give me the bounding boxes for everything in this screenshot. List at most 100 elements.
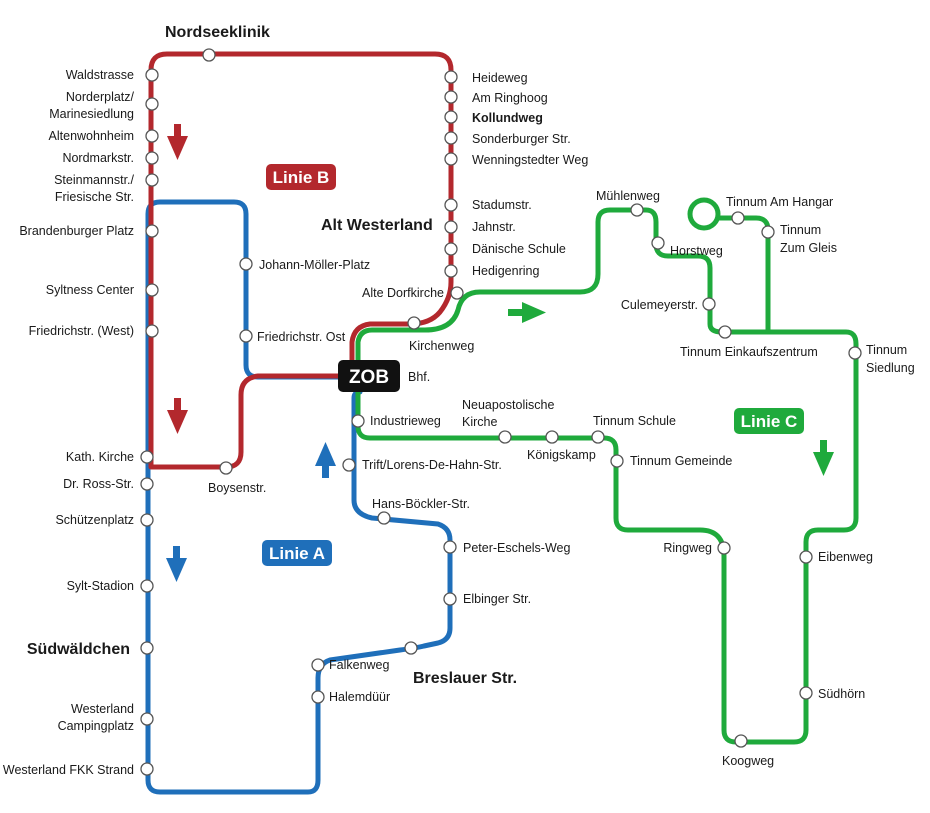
stop-marker[interactable] bbox=[311, 658, 325, 672]
stop-marker[interactable] bbox=[444, 90, 458, 104]
stop-label: Siedlung bbox=[866, 361, 915, 375]
stop-marker[interactable] bbox=[444, 70, 458, 84]
stop-marker[interactable] bbox=[404, 641, 418, 655]
stop-label: Tinnum bbox=[866, 343, 907, 357]
stop-marker[interactable] bbox=[610, 454, 624, 468]
stop-marker[interactable] bbox=[145, 173, 159, 187]
stop-marker[interactable] bbox=[145, 129, 159, 143]
stop-marker[interactable] bbox=[342, 458, 356, 472]
arrow-down-icon bbox=[167, 124, 188, 160]
linie-b-label: Linie B bbox=[273, 168, 330, 187]
stop-marker[interactable] bbox=[407, 316, 421, 330]
stop-label: Westerland bbox=[71, 702, 134, 716]
stop-marker[interactable] bbox=[591, 430, 605, 444]
stop-marker[interactable] bbox=[219, 461, 233, 475]
stop-label: Horstweg bbox=[670, 244, 723, 258]
stop-label: Mühlenweg bbox=[596, 189, 660, 203]
stop-marker[interactable] bbox=[140, 712, 154, 726]
stop-marker[interactable] bbox=[444, 242, 458, 256]
stop-marker[interactable] bbox=[140, 450, 154, 464]
stop-label: Syltness Center bbox=[46, 283, 134, 297]
stop-marker[interactable] bbox=[761, 225, 775, 239]
stop-marker[interactable] bbox=[351, 414, 365, 428]
stop-marker[interactable] bbox=[444, 131, 458, 145]
stop-label: Kirche bbox=[462, 415, 497, 429]
stop-marker[interactable] bbox=[140, 579, 154, 593]
arrow-up-icon bbox=[315, 442, 336, 478]
stop-marker[interactable] bbox=[145, 68, 159, 82]
linie-b-path bbox=[148, 51, 454, 470]
stop-label: Elbinger Str. bbox=[463, 592, 531, 606]
stop-label: Friedrichstr. (West) bbox=[29, 324, 134, 338]
stop-marker[interactable] bbox=[145, 224, 159, 238]
stop-label: Tinnum Schule bbox=[593, 414, 676, 428]
stop-label: Tinnum bbox=[780, 223, 821, 237]
stop-marker[interactable] bbox=[848, 346, 862, 360]
stop-marker[interactable] bbox=[145, 324, 159, 338]
stop-marker[interactable] bbox=[444, 198, 458, 212]
stop-label: Falkenweg bbox=[329, 658, 389, 672]
arrow-down-icon bbox=[813, 440, 834, 476]
stop-marker[interactable] bbox=[731, 211, 745, 225]
stop-label: Ringweg bbox=[663, 541, 712, 555]
zob-badge bbox=[338, 360, 400, 392]
stop-marker[interactable] bbox=[145, 97, 159, 111]
stop-marker[interactable] bbox=[444, 220, 458, 234]
stop-marker[interactable] bbox=[444, 110, 458, 124]
stop-marker[interactable] bbox=[444, 264, 458, 278]
stop-marker[interactable] bbox=[799, 686, 813, 700]
stop-marker[interactable] bbox=[498, 430, 512, 444]
stop-label: Kath. Kirche bbox=[66, 450, 134, 464]
stop-label: Neuapostolische bbox=[462, 398, 554, 412]
stop-marker[interactable] bbox=[140, 477, 154, 491]
stop-marker[interactable] bbox=[443, 592, 457, 606]
stop-label: Industrieweg bbox=[370, 414, 441, 428]
stop-marker[interactable] bbox=[799, 550, 813, 564]
stop-marker[interactable] bbox=[630, 203, 644, 217]
stop-label: Nordmarkstr. bbox=[62, 151, 134, 165]
stop-marker[interactable] bbox=[311, 690, 325, 704]
zob-hub[interactable]: ZOB bbox=[338, 360, 400, 392]
stop-marker[interactable] bbox=[702, 297, 716, 311]
zob-label: ZOB bbox=[349, 367, 389, 388]
area-label-nordseeklinik: Nordseeklinik bbox=[165, 24, 270, 41]
linie-a-badge: Linie A bbox=[262, 540, 332, 566]
stop-label: Trift/Lorens-De-Hahn-Str. bbox=[362, 458, 502, 472]
stop-label: Jahnstr. bbox=[472, 220, 516, 234]
arrow-right-icon bbox=[508, 302, 546, 323]
stop-label: Johann-Möller-Platz bbox=[259, 258, 370, 272]
stop-label: Stadumstr. bbox=[472, 198, 532, 212]
stop-marker[interactable] bbox=[145, 283, 159, 297]
stop-marker[interactable] bbox=[717, 541, 731, 555]
area-label-breslauer: Breslauer Str. bbox=[413, 670, 517, 687]
stop-marker[interactable] bbox=[444, 152, 458, 166]
linie-c-badge: Linie C bbox=[734, 408, 804, 434]
stop-label: Norderplatz/ bbox=[66, 90, 135, 104]
stop-marker[interactable] bbox=[718, 325, 732, 339]
stop-marker[interactable] bbox=[140, 641, 154, 655]
stop-marker[interactable] bbox=[239, 257, 253, 271]
stop-label: Boysenstr. bbox=[208, 481, 266, 495]
stop-marker[interactable] bbox=[545, 430, 559, 444]
linie-c-path bbox=[355, 207, 859, 745]
stop-label: Kirchenweg bbox=[409, 339, 474, 353]
stop-marker[interactable] bbox=[140, 513, 154, 527]
stop-marker[interactable] bbox=[443, 540, 457, 554]
stop-marker[interactable] bbox=[202, 48, 216, 62]
stop-marker[interactable] bbox=[651, 236, 665, 250]
stop-label: Tinnum Am Hangar bbox=[726, 195, 833, 209]
stop-label: Brandenburger Platz bbox=[19, 224, 134, 238]
stop-label: Sylt-Stadion bbox=[67, 579, 134, 593]
stop-label: Dänische Schule bbox=[472, 242, 566, 256]
stop-marker[interactable] bbox=[734, 734, 748, 748]
linie-b-badge: Linie B bbox=[266, 164, 336, 190]
stop-label: Zum Gleis bbox=[780, 241, 837, 255]
stop-marker[interactable] bbox=[239, 329, 253, 343]
stop-marker[interactable] bbox=[145, 151, 159, 165]
stop-label: Hedigenring bbox=[472, 264, 539, 278]
stop-marker[interactable] bbox=[377, 511, 391, 525]
stop-marker[interactable] bbox=[140, 762, 154, 776]
stop-marker[interactable] bbox=[450, 286, 464, 300]
area-label-suedwaeldchen: Südwäldchen bbox=[27, 641, 130, 658]
stop-label: Friedrichstr. Ost bbox=[257, 330, 346, 344]
